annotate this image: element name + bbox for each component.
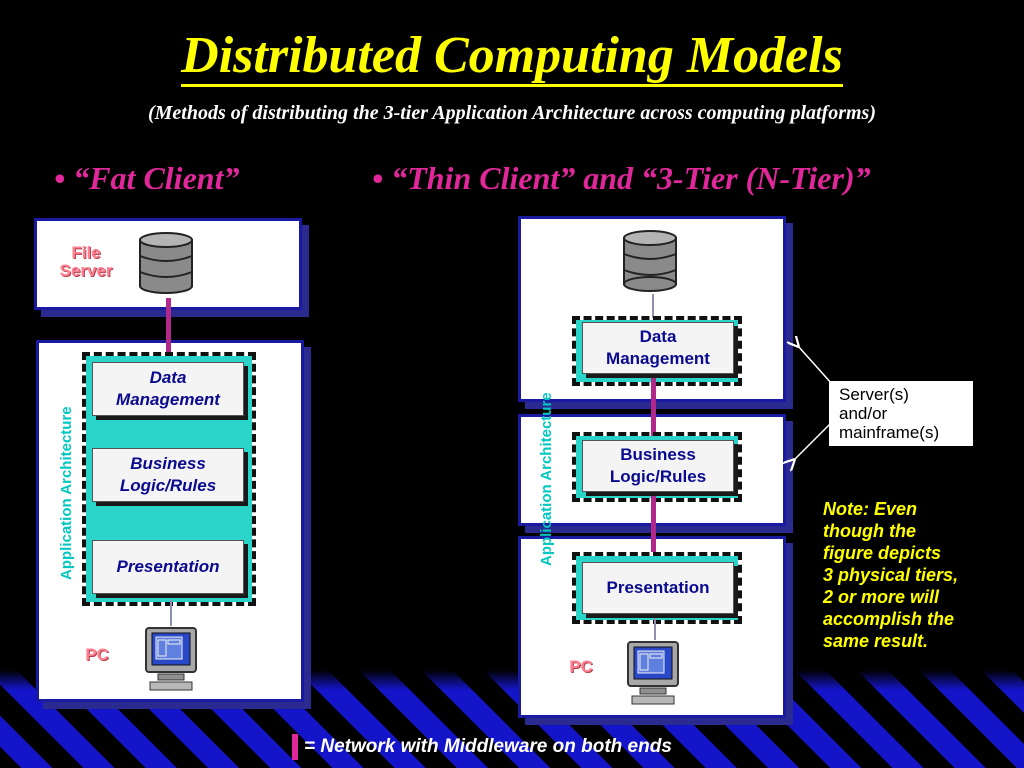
thin-data-module-line1: Data	[639, 327, 677, 346]
note-line7: same result.	[823, 631, 929, 651]
thin-pc-connector-line	[654, 618, 656, 640]
thin-data-module-line2: Management	[606, 349, 710, 368]
legend-network-swatch	[292, 734, 298, 760]
data-tier-box	[572, 316, 742, 386]
thin-presentation-module-label: Presentation	[606, 578, 710, 597]
data-module-line2: Management	[116, 390, 220, 409]
legend: = Network with Middleware on both ends	[292, 734, 672, 760]
thin-presentation-module: Presentation	[582, 562, 734, 614]
note-line2: though the	[823, 521, 916, 541]
db-connector-line	[652, 294, 654, 318]
legend-text: = Network with Middleware on both ends	[304, 736, 672, 758]
callout-line2: and/or	[839, 404, 888, 423]
note-line4: 3 physical tiers,	[823, 565, 959, 585]
app-arch-label: Application Architecture	[58, 406, 75, 580]
data-module-line1: Data	[149, 368, 187, 387]
network-line-business-presentation	[651, 494, 656, 552]
database-icon	[139, 232, 193, 294]
presentation-tier-box	[572, 552, 742, 624]
business-module-line2: Logic/Rules	[119, 476, 217, 495]
pc-label: PC	[85, 645, 109, 664]
note-line6: accomplish the	[823, 609, 955, 629]
file-server-label-line1: File	[71, 243, 101, 262]
note-line1: Note: Even	[823, 499, 918, 519]
arrow-to-app-server	[794, 421, 833, 460]
computer-icon	[145, 627, 197, 691]
note-text: Note: Even though the figure depicts 3 p…	[823, 498, 1013, 652]
fat-client-heading: • “Fat Client”	[54, 160, 240, 196]
file-server-label-line2: Server	[59, 261, 113, 280]
arrow-to-data-server	[798, 346, 833, 385]
servers-callout: Server(s) and/or mainframe(s)	[828, 380, 974, 447]
computer-icon	[627, 641, 679, 705]
note-line5: 2 or more will	[823, 587, 940, 607]
page-title: Distributed Computing Models	[0, 26, 1024, 87]
business-module-line1: Business	[130, 454, 206, 473]
thin-business-module-line1: Business	[620, 445, 696, 464]
presentation-module: Presentation	[92, 540, 244, 594]
thin-app-arch-label: Application Architecture	[538, 392, 555, 566]
file-server-label: File Server	[50, 244, 122, 280]
network-line-data-business	[651, 378, 656, 436]
pc-connector-line	[170, 600, 172, 626]
callout-arrows	[780, 336, 833, 476]
thin-business-module-line2: Logic/Rules	[609, 467, 707, 486]
database-icon	[623, 230, 677, 292]
page-subtitle: (Methods of distributing the 3-tier Appl…	[147, 102, 877, 124]
callout-line3: mainframe(s)	[839, 423, 940, 442]
presentation-module-label: Presentation	[116, 557, 220, 576]
network-line-server-client	[166, 298, 171, 358]
callout-line1: Server(s)	[839, 385, 909, 404]
business-tier-box	[572, 432, 742, 502]
app-arch-box	[82, 352, 256, 606]
thin-pc-label: PC	[569, 657, 593, 676]
note-line3: figure depicts	[823, 543, 942, 563]
thin-client-heading: • “Thin Client” and “3-Tier (N-Tier)”	[372, 160, 871, 196]
